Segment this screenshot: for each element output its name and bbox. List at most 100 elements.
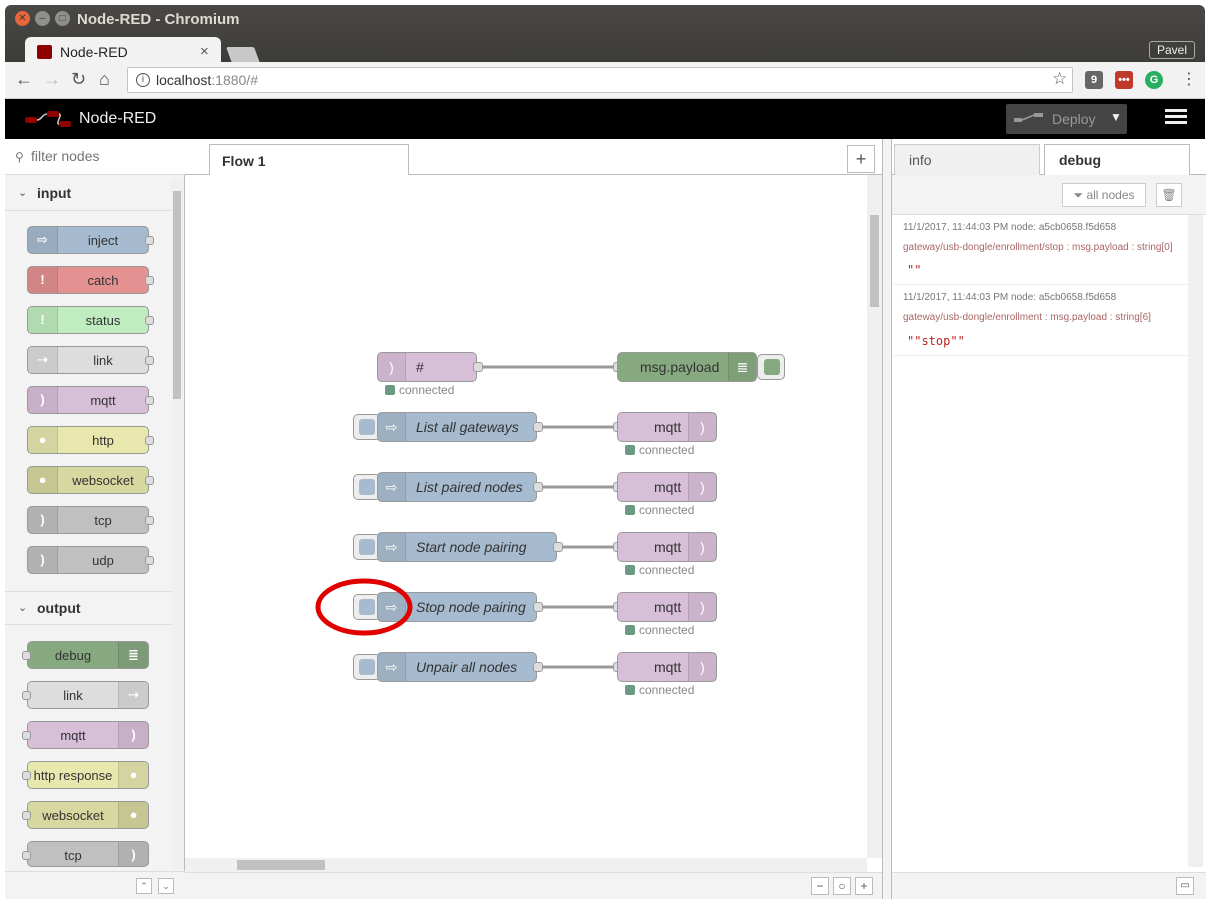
extension-dots-icon[interactable]: ••• <box>1115 71 1133 89</box>
inject-trigger-button[interactable] <box>353 534 381 560</box>
profile-button[interactable]: Pavel <box>1149 41 1195 59</box>
category-output-header[interactable]: ⌄ output <box>5 591 171 625</box>
flow-canvas[interactable]: ) # connected msg.payload ≣ ⇨ List all g… <box>185 175 867 858</box>
bridge-icon: ) <box>28 507 58 533</box>
filter-label: all nodes <box>1086 188 1135 202</box>
window-maximize-button[interactable]: □ <box>55 11 70 26</box>
expand-all-icon[interactable]: ⌄ <box>158 878 174 894</box>
window-minimize-button[interactable]: – <box>35 11 50 26</box>
window-close-button[interactable]: ✕ <box>15 11 30 26</box>
extension-shield-icon[interactable]: 9 <box>1085 71 1103 89</box>
clear-debug-trash-icon[interactable]: 🗑 <box>1156 183 1182 207</box>
tab-info[interactable]: info <box>894 144 1040 175</box>
palette-node-udp-in[interactable]: )udp <box>27 546 154 574</box>
output-port[interactable] <box>553 542 563 552</box>
debug-toggle-button[interactable] <box>757 354 785 380</box>
back-arrow-icon[interactable]: ← <box>15 69 33 89</box>
flow-node-mqtt-out[interactable]: mqtt ) <box>617 592 717 622</box>
scrollbar-thumb[interactable] <box>173 191 181 399</box>
open-debug-window-icon[interactable]: ▭ <box>1176 877 1194 895</box>
flow-node-inject-unpair-all-nodes[interactable]: ⇨ Unpair all nodes <box>377 652 537 682</box>
reload-icon[interactable]: ↻ <box>71 69 87 89</box>
palette-node-link-in[interactable]: ⇢link <box>27 346 154 374</box>
flow-node-inject-start-node-pairing[interactable]: ⇨ Start node pairing <box>377 532 557 562</box>
output-port[interactable] <box>533 482 543 492</box>
zoom-in-button[interactable]: + <box>855 877 873 895</box>
debug-scrollbar[interactable] <box>1188 215 1203 867</box>
output-port[interactable] <box>533 422 543 432</box>
category-input-header[interactable]: ⌄ input <box>5 177 171 211</box>
palette-node-mqtt-in[interactable]: )mqtt <box>27 386 154 414</box>
palette-node-http-in[interactable]: ●http <box>27 426 154 454</box>
filter-nodes-input[interactable] <box>31 148 171 164</box>
sidebar-separator[interactable] <box>882 139 891 899</box>
grammarly-icon[interactable]: G <box>1145 71 1163 89</box>
list-icon: ≣ <box>728 353 756 381</box>
palette-node-debug[interactable]: debug≣ <box>22 641 149 669</box>
palette-scrollbar[interactable] <box>171 179 183 869</box>
palette-node-catch[interactable]: !catch <box>27 266 154 294</box>
palette-filter[interactable]: ⚲ <box>5 139 185 175</box>
home-icon[interactable]: ⌂ <box>99 69 110 89</box>
deploy-button[interactable]: Deploy ▼ <box>1006 104 1127 134</box>
debug-message-list: 11/1/2017, 11:44:03 PM node: a5cb0658.f5… <box>892 215 1188 871</box>
flow-node-debug[interactable]: msg.payload ≣ <box>617 352 757 382</box>
deploy-dropdown-icon[interactable]: ▼ <box>1110 110 1122 124</box>
palette-node-websocket-in[interactable]: ●websocket <box>27 466 154 494</box>
bookmark-star-icon[interactable]: ☆ <box>1052 69 1068 88</box>
output-port[interactable] <box>473 362 483 372</box>
output-port <box>145 276 154 285</box>
window-titlebar: ✕ – □ Node-RED - Chromium Node-RED × Pav… <box>5 5 1205 67</box>
output-port <box>145 476 154 485</box>
collapse-all-icon[interactable]: ⌃ <box>136 878 152 894</box>
scrollbar-thumb[interactable] <box>870 215 879 307</box>
palette-node-status[interactable]: !status <box>27 306 154 334</box>
node-label: mqtt <box>654 479 682 495</box>
bridge-icon: ) <box>118 842 148 866</box>
filter-all-nodes-button[interactable]: ⏷ all nodes <box>1062 183 1146 207</box>
flow-node-mqtt-in[interactable]: ) # <box>377 352 477 382</box>
site-info-icon[interactable]: i <box>136 73 150 87</box>
flow-node-inject-list-all-gateways[interactable]: ⇨ List all gateways <box>377 412 537 442</box>
palette-node-link-out[interactable]: link⇢ <box>22 681 149 709</box>
palette-node-mqtt-out[interactable]: mqtt) <box>22 721 149 749</box>
tab-flow-1[interactable]: Flow 1 <box>209 144 409 176</box>
inject-trigger-button[interactable] <box>353 654 381 680</box>
palette-node-websocket-out[interactable]: websocket● <box>22 801 149 829</box>
flow-node-mqtt-out[interactable]: mqtt ) <box>617 532 717 562</box>
debug-message[interactable]: 11/1/2017, 11:44:03 PM node: a5cb0658.f5… <box>892 285 1188 356</box>
canvas-horizontal-scrollbar[interactable] <box>185 858 867 872</box>
flow-node-mqtt-out[interactable]: mqtt ) <box>617 412 717 442</box>
scrollbar-thumb[interactable] <box>237 860 325 870</box>
canvas-vertical-scrollbar[interactable] <box>867 175 882 858</box>
inject-trigger-button[interactable] <box>353 474 381 500</box>
browser-menu-icon[interactable]: ⋮ <box>1181 71 1197 88</box>
node-label: mqtt <box>654 419 682 435</box>
output-port <box>145 356 154 365</box>
main-menu-icon[interactable] <box>1165 107 1187 129</box>
status-text: connected <box>399 383 455 397</box>
bridge-icon: ) <box>28 387 58 413</box>
bridge-icon: ) <box>688 533 716 561</box>
flow-node-mqtt-out[interactable]: mqtt ) <box>617 652 717 682</box>
tab-close-icon[interactable]: × <box>200 43 209 60</box>
flow-node-inject-list-paired-nodes[interactable]: ⇨ List paired nodes <box>377 472 537 502</box>
flow-node-mqtt-out[interactable]: mqtt ) <box>617 472 717 502</box>
palette-node-inject[interactable]: ⇨inject <box>27 226 154 254</box>
input-port <box>22 771 31 780</box>
new-tab-button[interactable] <box>226 47 260 63</box>
palette-node-tcp-out[interactable]: tcp) <box>22 841 149 867</box>
node-label: Start node pairing <box>416 539 527 555</box>
palette-node-tcp-in[interactable]: )tcp <box>27 506 154 534</box>
output-port[interactable] <box>533 602 543 612</box>
add-flow-button[interactable]: + <box>847 145 875 173</box>
debug-message[interactable]: 11/1/2017, 11:44:03 PM node: a5cb0658.f5… <box>892 215 1188 285</box>
forward-arrow-icon[interactable]: → <box>43 69 61 89</box>
palette-node-http-response[interactable]: http response● <box>22 761 149 789</box>
output-port[interactable] <box>533 662 543 672</box>
zoom-out-button[interactable]: − <box>811 877 829 895</box>
tab-debug[interactable]: debug <box>1044 144 1190 176</box>
input-port <box>22 651 31 660</box>
zoom-reset-button[interactable]: ○ <box>833 877 851 895</box>
address-bar[interactable]: i localhost:1880/# ☆ <box>127 67 1073 93</box>
